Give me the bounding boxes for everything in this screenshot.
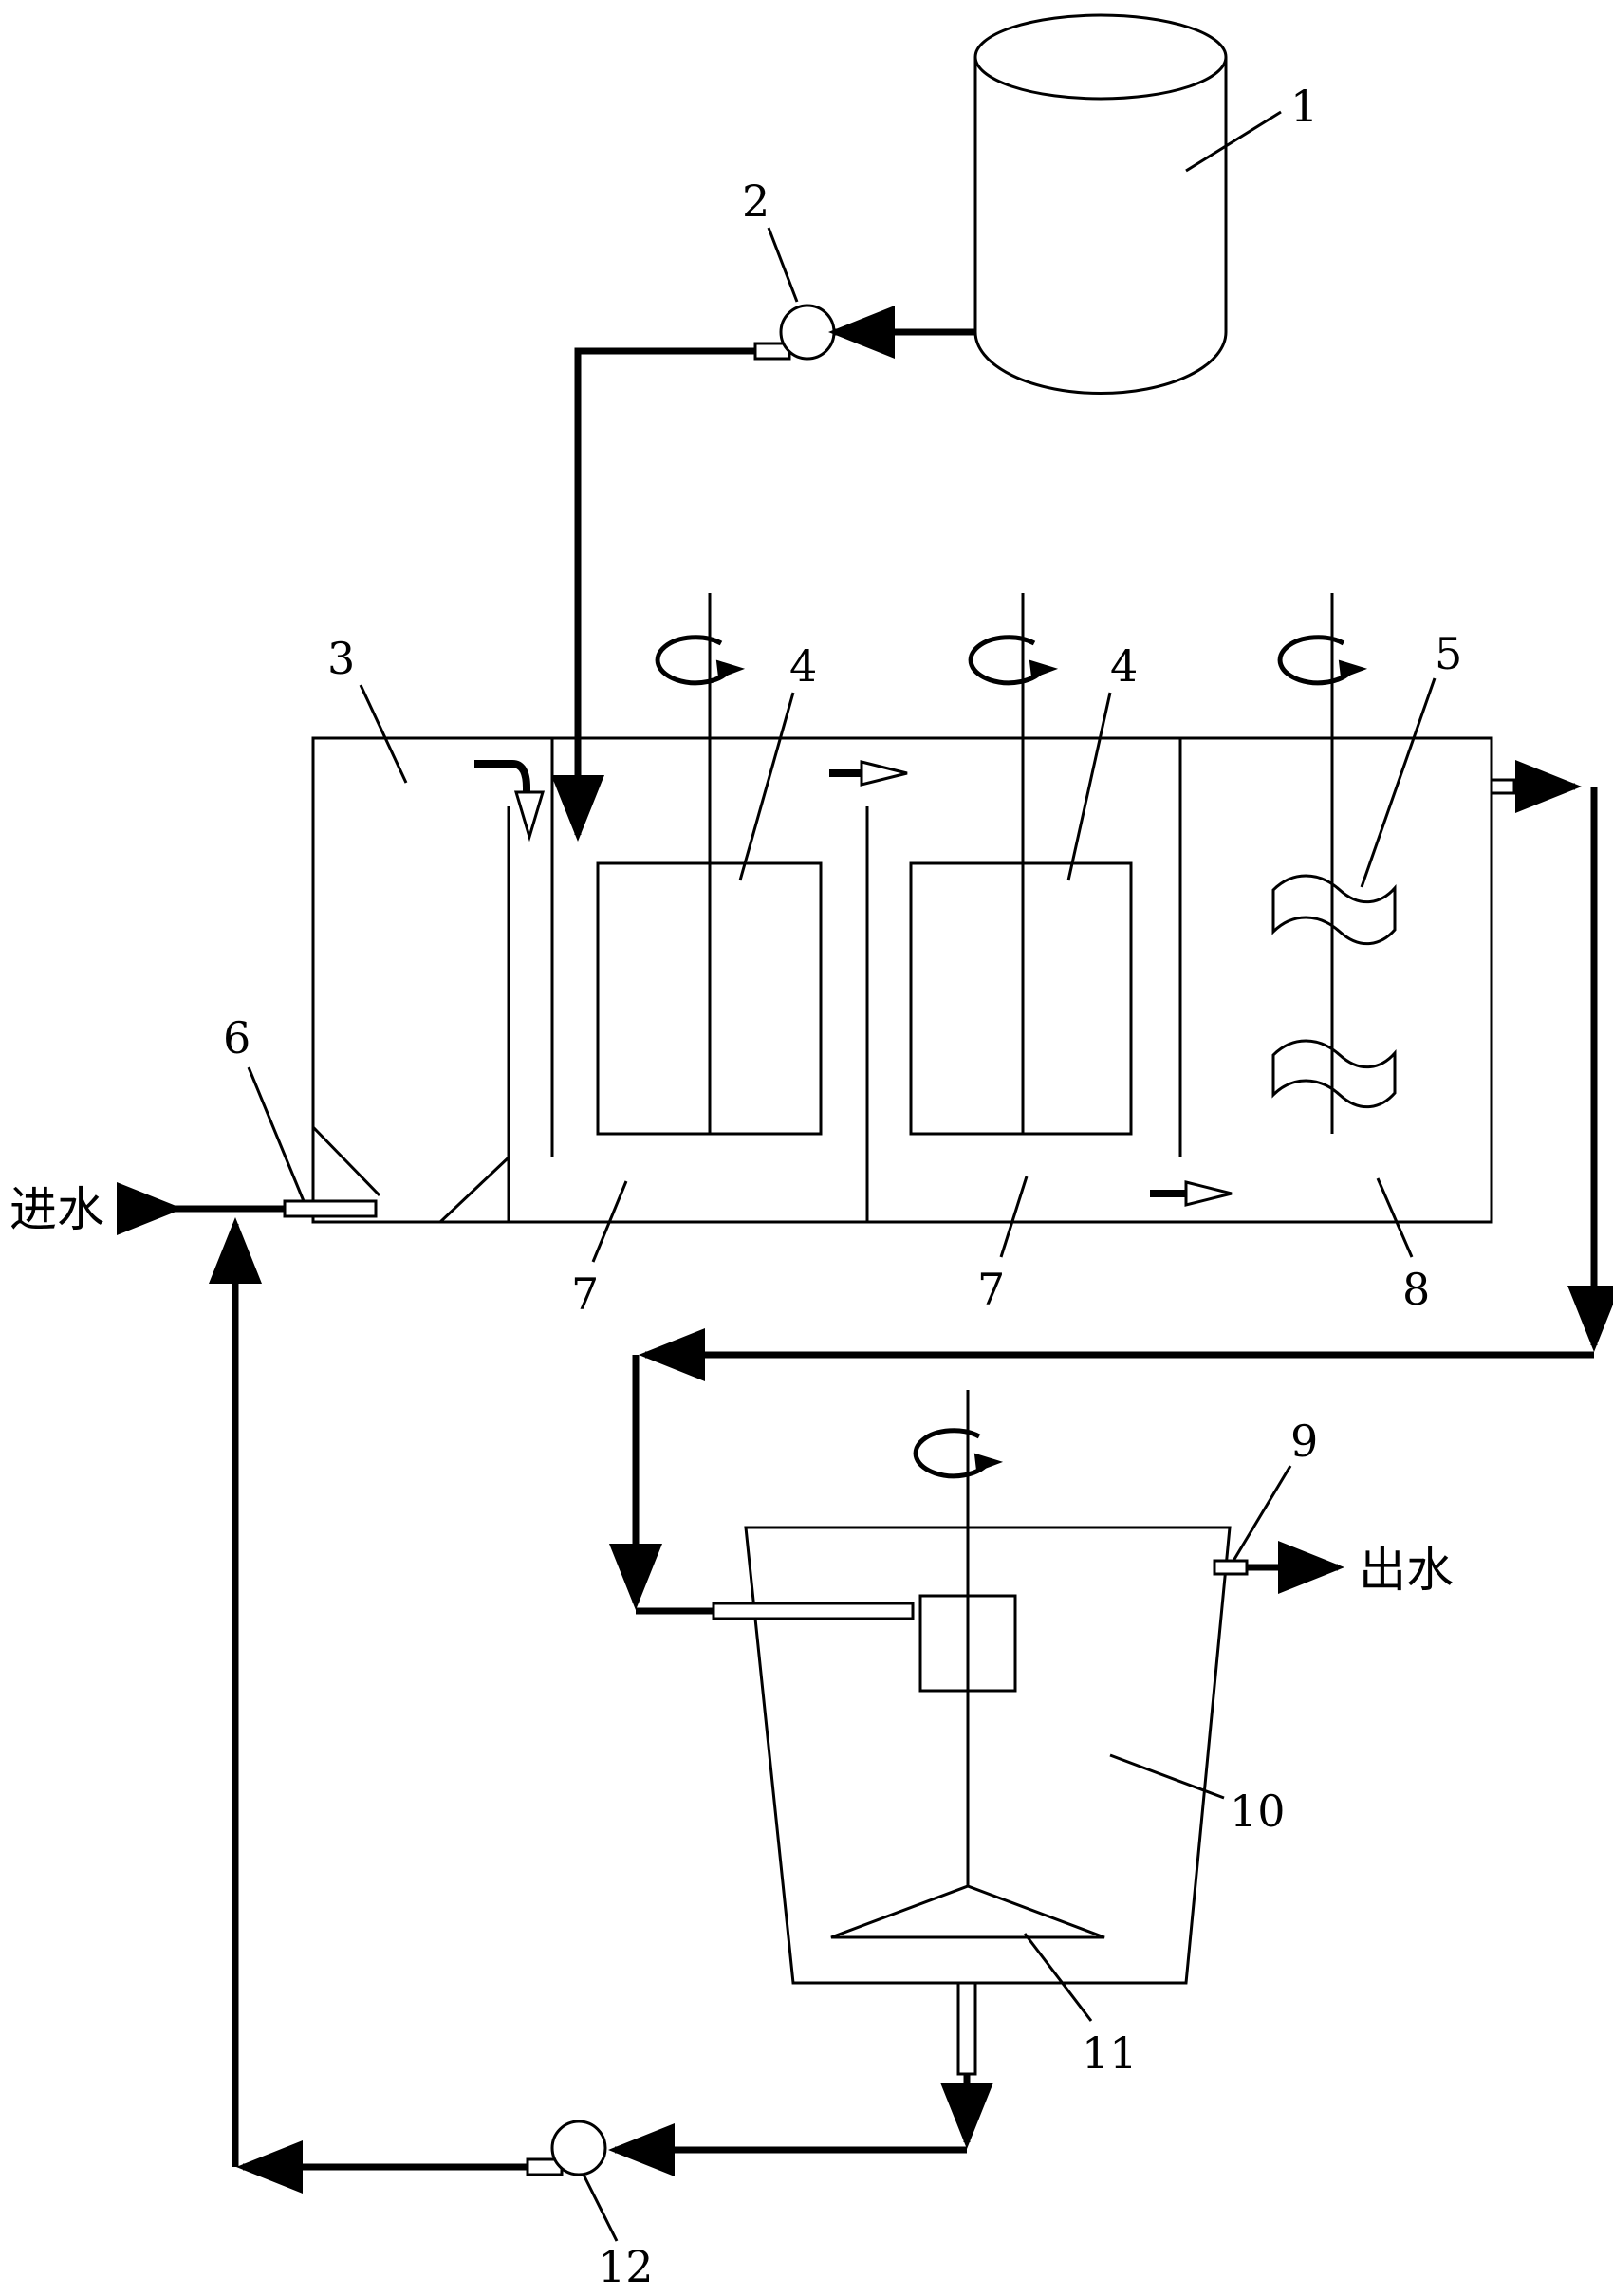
leader-6 (247, 1066, 306, 1202)
leader-10 (1109, 1753, 1225, 1800)
overflow-arrow (474, 760, 530, 795)
paddle-4a (596, 861, 823, 1136)
label-4b: 4 (1110, 640, 1138, 692)
flow-arrow-top (829, 760, 908, 787)
dosing-tank (973, 13, 1228, 396)
leader-5 (1360, 677, 1437, 888)
leader-8 (1376, 1177, 1414, 1258)
leader-4b (1066, 692, 1112, 881)
reactor-outlet-nozzle (1490, 778, 1516, 795)
flow-arrow-bottom (1150, 1180, 1233, 1207)
label-7b: 7 (977, 1264, 1005, 1315)
inlet-nozzle (283, 1199, 378, 1218)
leader-3 (359, 684, 408, 784)
hopper-right (438, 1156, 510, 1224)
label-3: 3 (327, 633, 355, 684)
label-7a: 7 (571, 1268, 599, 1320)
leader-1 (1185, 110, 1282, 173)
label-1: 1 (1290, 81, 1318, 132)
label-10: 10 (1230, 1786, 1286, 1837)
label-4a: 4 (789, 640, 817, 692)
wavy-blade-lower (1271, 1039, 1397, 1109)
clarifier-inlet-pipe (712, 1602, 915, 1620)
return-pump (526, 2120, 607, 2176)
outlet-nozzle (1213, 1559, 1249, 1576)
leader-9 (1232, 1465, 1292, 1562)
sludge-outlet-pipe (956, 1981, 977, 2076)
label-5: 5 (1435, 628, 1462, 679)
pipe-pump-to-reactor (551, 347, 755, 842)
label-9: 9 (1290, 1416, 1318, 1467)
stirrer-clarifier (913, 1428, 1004, 1479)
label-6: 6 (223, 1012, 250, 1064)
overflow-arrow-head (513, 790, 546, 842)
outlet-label: 出水 (1359, 1543, 1454, 1598)
reactor-tank (311, 736, 1493, 1224)
leader-7a (591, 1180, 628, 1263)
paddle-4b (909, 861, 1133, 1136)
leader-12 (582, 2174, 619, 2242)
leader-11 (1023, 1933, 1093, 2022)
leader-4a (738, 692, 795, 881)
dosing-pump (753, 304, 836, 361)
label-2: 2 (742, 176, 769, 227)
hopper-left (311, 1125, 381, 1197)
leader-2 (767, 227, 799, 303)
sludge-cone (830, 1884, 1105, 1939)
label-8: 8 (1402, 1264, 1430, 1315)
clarifier-tank (744, 1526, 1232, 1985)
label-11: 11 (1082, 2028, 1138, 2079)
wavy-blade-upper (1271, 874, 1397, 946)
inlet-label: 进水 (9, 1182, 104, 1237)
leader-7b (999, 1176, 1029, 1258)
label-12: 12 (598, 2241, 654, 2291)
